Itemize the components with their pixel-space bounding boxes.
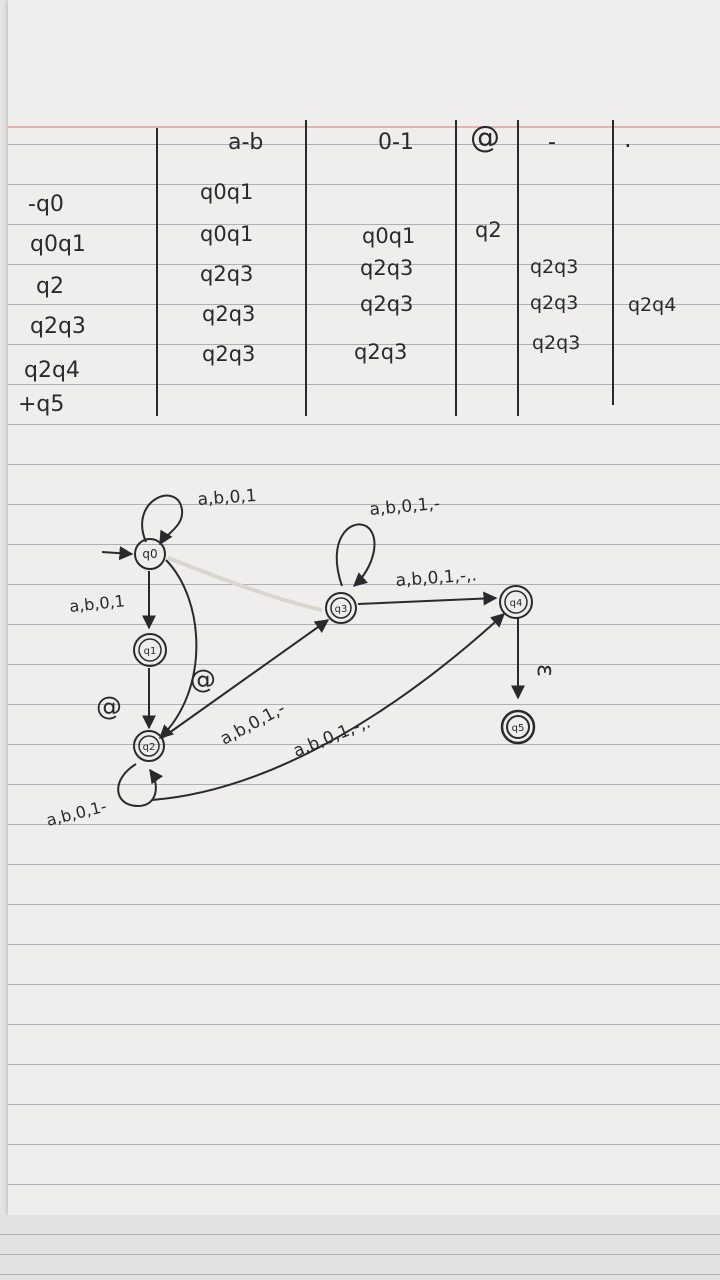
table-divider-2 [305, 120, 307, 416]
state-q1-label: q1 [144, 646, 157, 657]
table-cell: q2q3 [360, 256, 414, 280]
table-cell: q2q4 [628, 294, 677, 316]
page-header-blank [8, 0, 720, 110]
table-cell: q2q3 [200, 262, 254, 286]
state-q5-label: q5 [512, 723, 525, 734]
table-divider-4 [517, 120, 519, 416]
state-q2: q2 [133, 730, 165, 762]
state-q4: q4 [499, 585, 533, 619]
label-q0-q2: @ [190, 665, 216, 695]
label-q3-q4: a,b,0,1,-,. [395, 565, 478, 591]
table-cell: q2q3 [530, 256, 579, 278]
edge-q2-q3 [161, 619, 330, 739]
table-cell: q0q1 [200, 222, 254, 246]
label-q0-loop: a,b,0,1 [197, 486, 257, 510]
table-cell: q0q1 [200, 180, 254, 204]
label-q4-q5: ε [532, 664, 560, 677]
row-state: q0q1 [30, 232, 86, 257]
table-cell: q2q3 [202, 342, 256, 366]
table-cell: q2q3 [360, 292, 414, 316]
table-divider-1 [156, 128, 158, 416]
table-cell: q0q1 [362, 224, 416, 248]
label-q2-q4: a,b,0,1,-,. [290, 713, 373, 762]
red-margin-line [8, 126, 720, 128]
edge-q3-q4 [357, 591, 498, 606]
table-divider-3 [455, 120, 457, 416]
table-cell: q2q3 [202, 302, 256, 326]
state-q5: q5 [500, 709, 536, 745]
column-header-dot: . [624, 125, 632, 153]
row-state: +q5 [18, 392, 65, 417]
table-cell: q2 [475, 218, 502, 242]
label-q3-loop: a,b,0,1,- [369, 494, 441, 520]
label-q2-loop: a,b,0,1- [44, 797, 108, 830]
label-q2-q3: a,b,0,1,- [217, 699, 289, 750]
start-arrow [101, 546, 134, 561]
notebook-page [8, 0, 720, 1215]
table-cell: q2q3 [530, 292, 579, 314]
state-q0: q0 [134, 538, 166, 570]
state-q1: q1 [133, 633, 167, 667]
q2-self-loop [117, 763, 164, 808]
state-q3-label: q3 [335, 604, 348, 615]
underlying-page [0, 1215, 720, 1280]
q3-self-loop [335, 523, 376, 587]
column-header-dash: - [548, 130, 556, 155]
column-header-a-b: a-b [228, 130, 264, 155]
table-divider-5 [612, 120, 614, 405]
table-cell: q2q3 [532, 332, 581, 354]
state-q4-label: q4 [510, 598, 523, 609]
state-q3: q3 [325, 592, 357, 624]
column-header-0-1: 0-1 [378, 130, 414, 155]
state-q0-label: q0 [142, 547, 157, 561]
q0-self-loop [141, 494, 184, 546]
edge-q0-q2 [158, 559, 198, 739]
edge-q0-q3-faint [167, 556, 323, 612]
table-cell: q2q3 [354, 340, 408, 364]
row-state: q2q3 [30, 314, 86, 339]
row-state: -q0 [28, 192, 64, 217]
row-state: q2 [36, 274, 64, 299]
column-header-at: @ [470, 120, 500, 155]
state-q2-label: q2 [143, 742, 156, 753]
label-q0-q1: a,b,0,1 [68, 591, 125, 616]
label-q1-q2: @ [96, 692, 122, 722]
edge-q2-q4 [151, 613, 506, 801]
row-state: q2q4 [24, 358, 80, 383]
